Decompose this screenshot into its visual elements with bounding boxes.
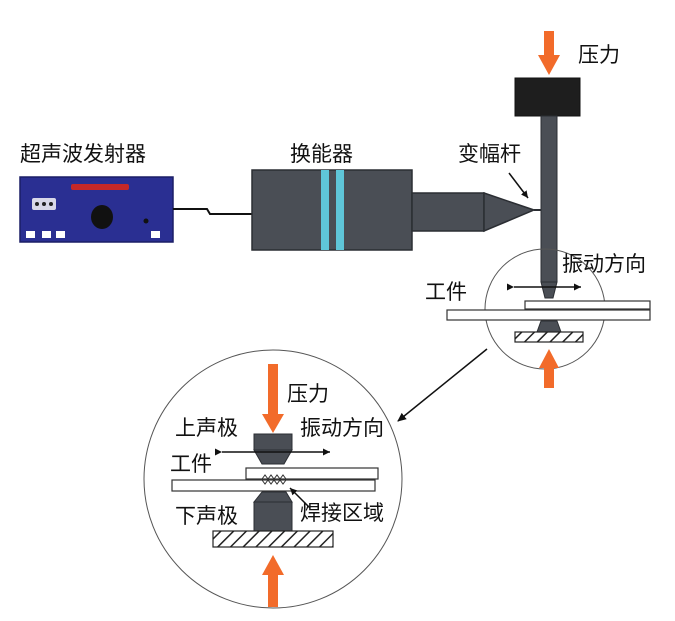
press-head [514,77,581,117]
weld-teeth-bottom [261,479,287,485]
label-pressure-top: 压力 [578,43,620,67]
label-vibration-direction-detail: 振动方向 [300,416,384,440]
cable [173,208,252,215]
lower-electrode-tip [252,491,293,503]
label-pressure-detail: 压力 [287,382,329,406]
base-small [514,331,584,343]
generator-button [42,231,51,238]
detail-pointer-arrow [397,348,488,422]
pressure-arrow-detail-top [262,364,284,433]
label-transducer: 换能器 [290,142,353,166]
weld-zone-pointer [289,487,311,509]
weld-teeth-top [261,474,287,480]
generator-indicator-strip [71,184,129,190]
workpiece-lower-sheet [171,479,376,492]
zoom-circle-detail [143,349,403,609]
generator-button [151,231,160,238]
label-lower-electrode: 下声极 [175,504,238,528]
label-workpiece-detail: 工件 [170,452,212,476]
pressure-arrow-bottom-small [539,349,559,388]
workpiece-upper-sheet [245,467,379,480]
generator-button [26,231,35,238]
transducer [251,169,537,251]
label-workpiece-top: 工件 [425,280,467,304]
transducer-ring [336,170,344,250]
upper-electrode-body [253,433,293,451]
transducer-ring [321,170,329,250]
workpiece-sheet-upper [524,300,651,310]
generator-knob [91,205,113,229]
anvil-small [536,320,562,333]
horn-pointer-arrow [508,172,529,199]
label-ultrasonic-generator: 超声波发射器 [20,142,146,166]
label-weld-zone: 焊接区域 [300,501,384,525]
base-detail [212,530,334,548]
ultrasonic-generator [19,176,174,243]
workpiece-sheet-lower [446,309,651,321]
lower-electrode-body [253,501,293,532]
pressure-arrow-detail-bottom [262,555,284,607]
label-upper-electrode: 上声极 [175,416,238,440]
generator-button [56,231,65,238]
pressure-arrow-top [538,31,560,75]
label-vibration-direction-top: 振动方向 [562,252,646,276]
label-horn: 变幅杆 [458,142,521,166]
